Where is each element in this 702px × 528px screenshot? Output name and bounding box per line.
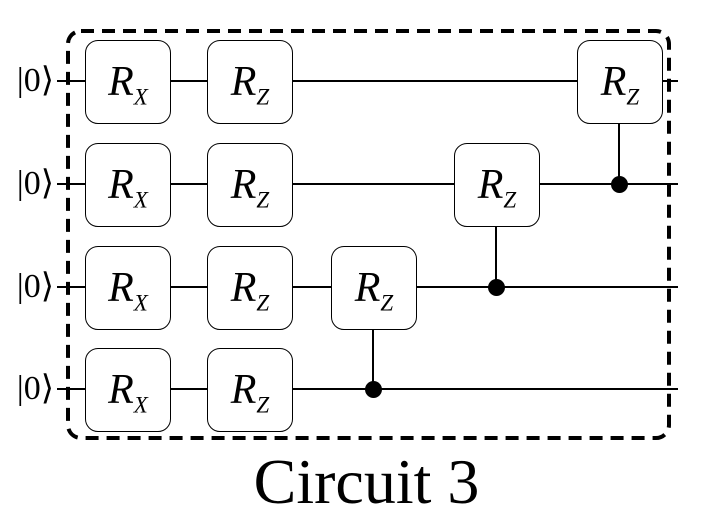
gate-subscript: Z xyxy=(380,290,394,316)
gate-label: RX xyxy=(108,265,148,314)
gate-label: RZ xyxy=(230,265,269,314)
gate-name: R xyxy=(230,59,257,105)
control-connector xyxy=(495,225,497,287)
gate-subscript: X xyxy=(133,392,148,418)
gate-name: R xyxy=(230,265,257,311)
gate-subscript: X xyxy=(133,84,148,110)
gate-rz: RZ xyxy=(331,246,417,330)
gate-name: R xyxy=(108,162,134,208)
circuit-caption: Circuit 3 xyxy=(253,446,480,517)
gate-label: RZ xyxy=(600,59,639,108)
gate-rx: RX xyxy=(85,40,171,124)
qubit-wire xyxy=(57,80,678,82)
gate-subscript: Z xyxy=(256,84,270,110)
gate-name: R xyxy=(108,59,134,105)
qubit-ket-label: |0⟩ xyxy=(16,62,54,99)
qubit-wire xyxy=(57,183,678,185)
gate-name: R xyxy=(108,367,134,413)
gate-subscript: Z xyxy=(256,187,270,213)
gate-label: RZ xyxy=(230,162,269,211)
gate-label: RX xyxy=(108,59,148,108)
gate-rz: RZ xyxy=(454,143,540,227)
gate-rz: RZ xyxy=(207,40,293,124)
gate-subscript: X xyxy=(133,187,148,213)
control-dot xyxy=(364,380,382,398)
gate-subscript: Z xyxy=(256,392,270,418)
gate-name: R xyxy=(477,162,504,208)
control-dot xyxy=(487,278,505,296)
gate-subscript: Z xyxy=(256,290,270,316)
gate-rx: RX xyxy=(85,143,171,227)
gate-subscript: Z xyxy=(503,187,517,213)
qubit-ket-label: |0⟩ xyxy=(16,370,54,407)
gate-name: R xyxy=(600,59,627,105)
gate-name: R xyxy=(108,265,134,311)
control-dot xyxy=(610,175,628,193)
gate-rz: RZ xyxy=(207,348,293,432)
gate-rz: RZ xyxy=(577,40,663,124)
gate-label: RZ xyxy=(354,265,393,314)
qubit-ket-label: |0⟩ xyxy=(16,165,54,202)
qubit-ket-label: |0⟩ xyxy=(16,268,54,305)
gate-label: RZ xyxy=(230,367,269,416)
gate-label: RX xyxy=(108,162,148,211)
gate-rz: RZ xyxy=(207,143,293,227)
gate-label: RZ xyxy=(477,162,516,211)
gate-rx: RX xyxy=(85,246,171,330)
gate-subscript: X xyxy=(133,290,148,316)
gate-name: R xyxy=(230,162,257,208)
gate-name: R xyxy=(354,265,381,311)
control-connector xyxy=(618,122,620,184)
control-connector xyxy=(372,328,374,389)
gate-name: R xyxy=(230,367,257,413)
gate-rz: RZ xyxy=(207,246,293,330)
gate-label: RX xyxy=(108,367,148,416)
gate-label: RZ xyxy=(230,59,269,108)
gate-rx: RX xyxy=(85,348,171,432)
gate-subscript: Z xyxy=(626,84,640,110)
